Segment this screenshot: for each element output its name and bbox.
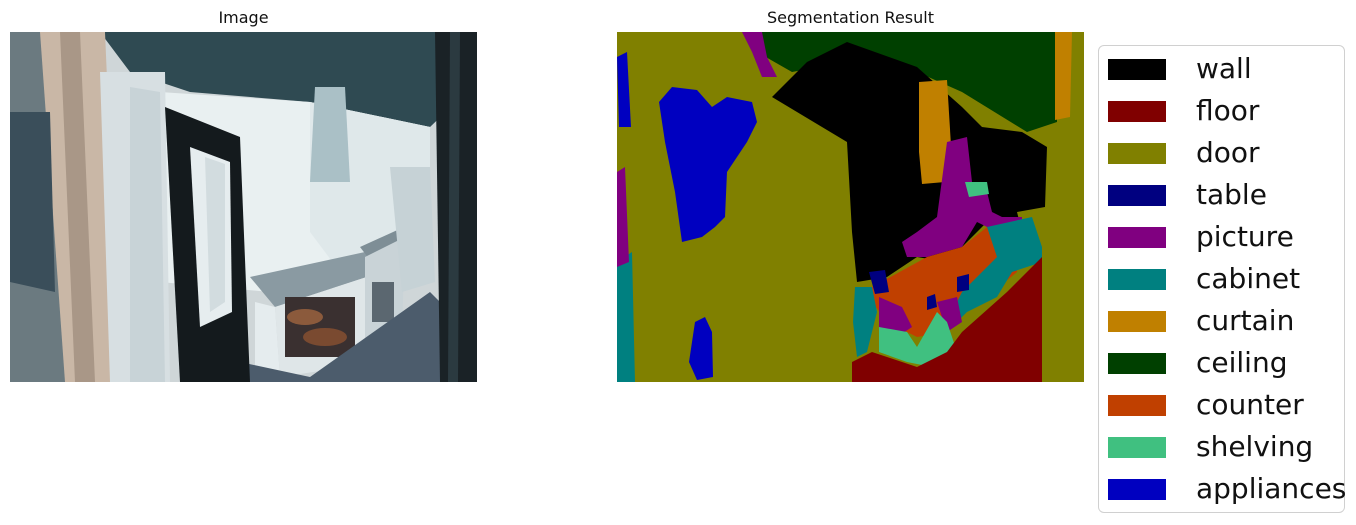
legend-swatch-floor xyxy=(1108,101,1166,122)
legend-swatch-counter xyxy=(1108,395,1166,416)
legend-swatch-wall xyxy=(1108,59,1166,80)
legend-swatch-door xyxy=(1108,143,1166,164)
legend-item-shelving: shelving xyxy=(1108,427,1344,469)
legend-swatch-picture xyxy=(1108,227,1166,248)
legend-item-door: door xyxy=(1108,133,1344,175)
legend-swatch-table xyxy=(1108,185,1166,206)
legend-label-appliances: appliances xyxy=(1196,472,1347,505)
legend-label-picture: picture xyxy=(1196,220,1294,253)
legend-item-ceiling: ceiling xyxy=(1108,343,1344,385)
legend-swatch-ceiling xyxy=(1108,353,1166,374)
legend-label-wall: wall xyxy=(1196,52,1252,85)
legend-label-door: door xyxy=(1196,136,1260,169)
legend-swatch-cabinet xyxy=(1108,269,1166,290)
legend-item-picture: picture xyxy=(1108,217,1344,259)
legend-item-table: table xyxy=(1108,175,1344,217)
legend: wall floor door table picture cabinet cu… xyxy=(1098,45,1347,513)
legend-label-table: table xyxy=(1196,178,1267,211)
legend-label-floor: floor xyxy=(1196,94,1260,127)
legend-swatch-shelving xyxy=(1108,437,1166,458)
legend-label-counter: counter xyxy=(1196,388,1304,421)
kitchen-photo xyxy=(10,32,477,382)
segmentation-map xyxy=(617,32,1084,382)
legend-swatch-curtain xyxy=(1108,311,1166,332)
legend-label-cabinet: cabinet xyxy=(1196,262,1301,295)
legend-item-floor: floor xyxy=(1108,91,1344,133)
legend-item-cabinet: cabinet xyxy=(1108,259,1344,301)
legend-item-curtain: curtain xyxy=(1108,301,1344,343)
legend-item-counter: counter xyxy=(1108,385,1344,427)
legend-swatch-appliances xyxy=(1108,479,1166,500)
segmentation-panel-title: Segmentation Result xyxy=(767,8,934,27)
legend-label-curtain: curtain xyxy=(1196,304,1295,337)
legend-item-appliances: appliances xyxy=(1108,469,1347,511)
image-panel-title: Image xyxy=(218,8,269,27)
legend-item-wall: wall xyxy=(1108,49,1344,91)
legend-label-shelving: shelving xyxy=(1196,430,1314,463)
legend-label-ceiling: ceiling xyxy=(1196,346,1288,379)
